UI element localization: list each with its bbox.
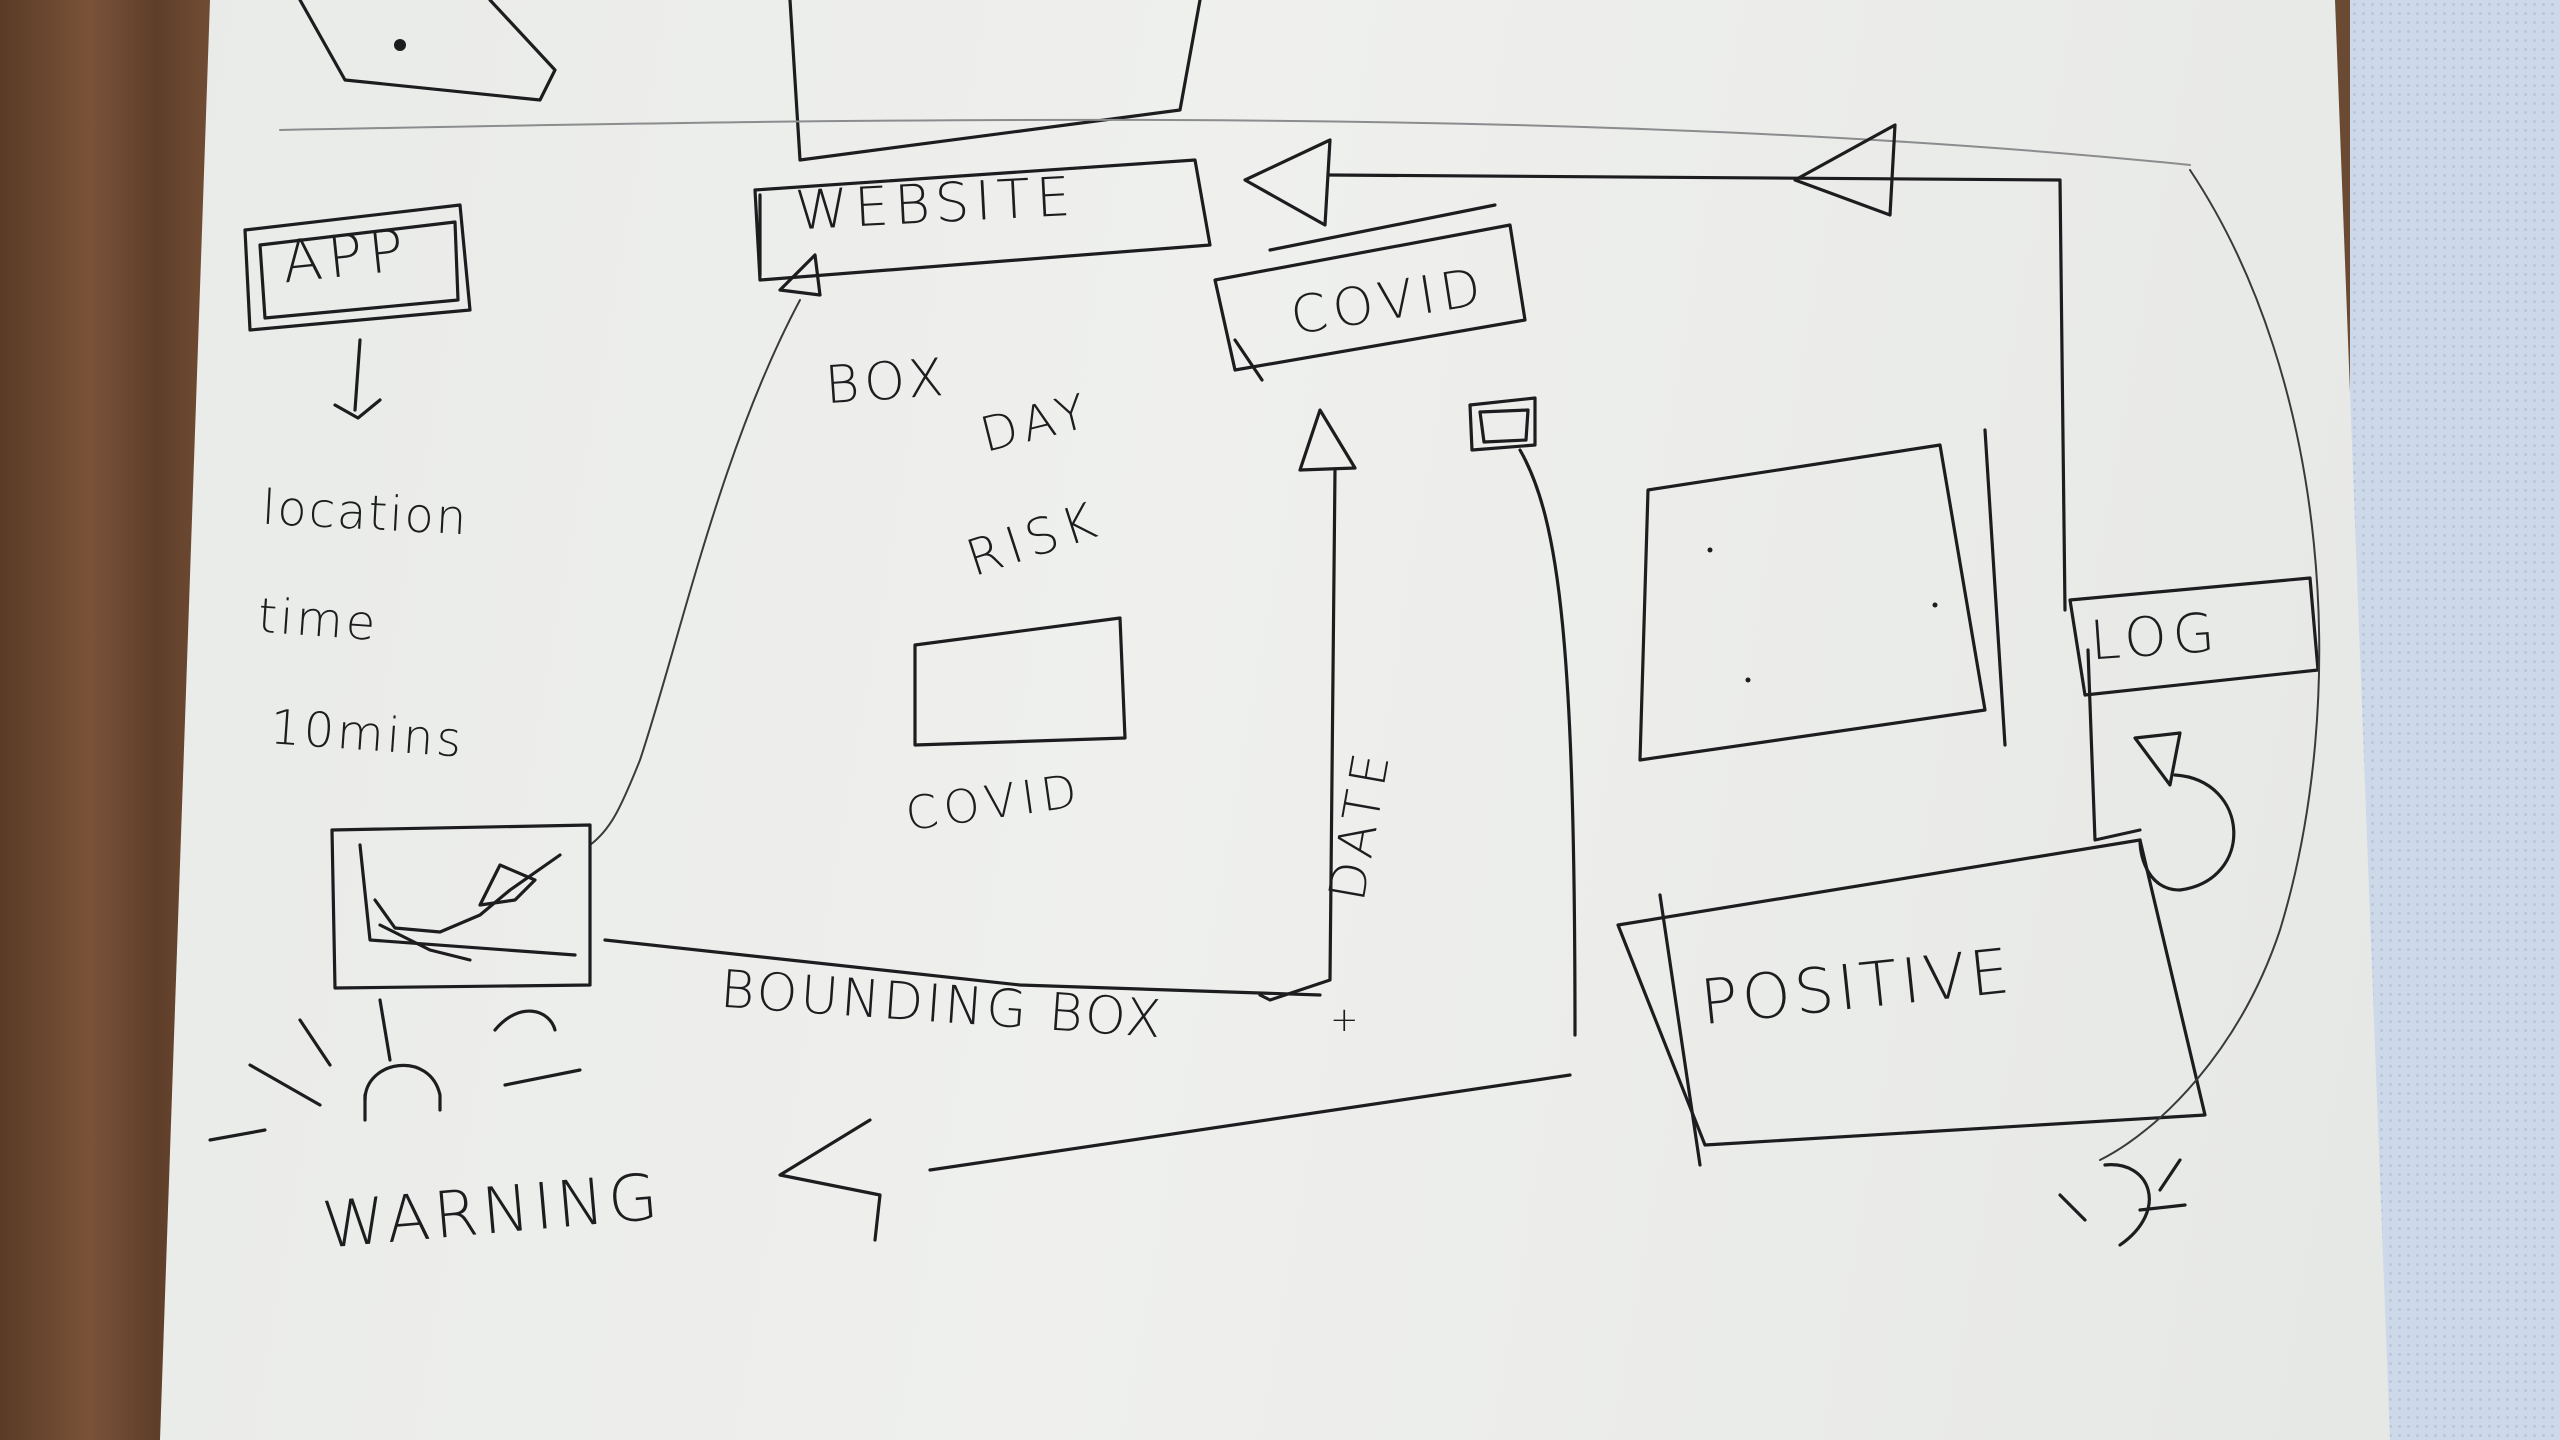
app-box-icon — [243, 203, 472, 332]
down-arrow-icon — [333, 338, 382, 420]
website-box-icon — [753, 158, 1212, 297]
bounding-box-line — [603, 938, 1322, 997]
time-label: time — [256, 587, 381, 653]
website-chart-connector — [589, 299, 801, 846]
blank-rect-right-icon — [1638, 443, 1987, 762]
location-label: location — [260, 479, 470, 547]
paper-sheet — [160, 0, 2390, 1440]
alarm-bell-icon — [208, 998, 582, 1142]
top-dot — [394, 39, 406, 51]
log-label: LOG — [2087, 600, 2223, 673]
chart-sketch-icon — [330, 823, 592, 990]
plus-label: + — [1330, 1000, 1365, 1040]
top-left-partial-shape — [298, 0, 557, 102]
positive-box-icon — [1616, 838, 2207, 1167]
cloth-background — [2350, 0, 2560, 1440]
long-vertical-line — [1518, 448, 1577, 1037]
triangle-arrow-icon — [1243, 138, 1332, 227]
top-mid-partial-shape — [788, 0, 1202, 162]
top-horizontal-line — [279, 118, 2191, 166]
date-line — [1258, 468, 1337, 1002]
person-icon — [2058, 1158, 2187, 1247]
app-label: APP — [278, 215, 413, 297]
blank-rect-risk-icon — [913, 616, 1127, 747]
log-loop — [2138, 773, 2236, 892]
covid-box-icon — [1213, 203, 1527, 382]
warning-line — [928, 1073, 1572, 1172]
triangle-arrow-icon — [1298, 408, 1357, 472]
triangle-arrow-icon — [2133, 731, 2182, 787]
log-box-icon — [2068, 576, 2320, 697]
triangle-arrow-icon — [1793, 123, 1897, 217]
top-connector-line — [1328, 173, 2067, 612]
triangle-arrow-icon — [778, 1118, 882, 1242]
box-label: BOX — [823, 347, 952, 417]
right-return-curve — [2099, 169, 2321, 1161]
small-square-icon — [1468, 396, 1537, 452]
